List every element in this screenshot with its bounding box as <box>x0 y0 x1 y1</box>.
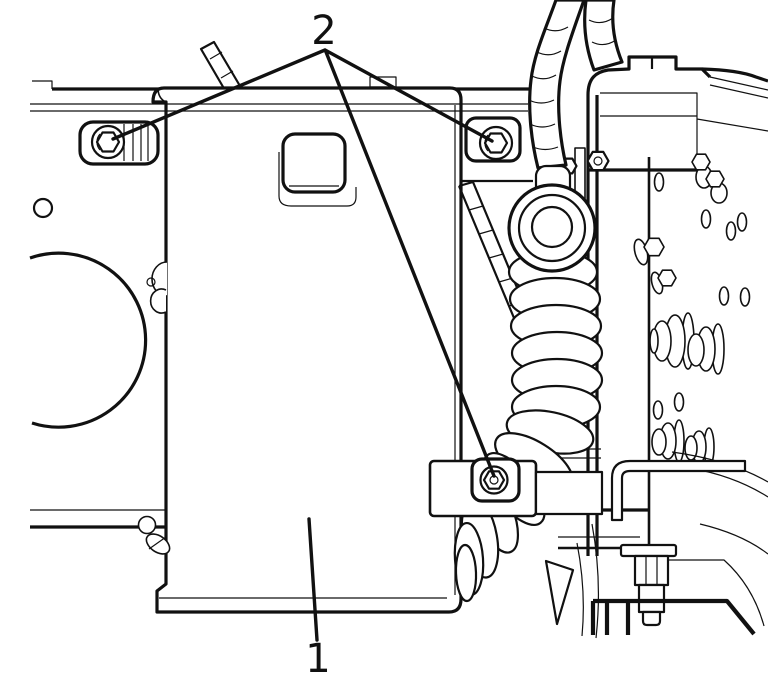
clamp-bolt <box>586 150 610 172</box>
hose-edge-lines <box>576 523 599 639</box>
handle-cutout <box>281 132 347 194</box>
cover-panel-outline <box>151 86 463 614</box>
conduit-ribs <box>588 17 617 46</box>
mounting-bolt-bottom-right <box>479 465 509 495</box>
hose-clamp-band <box>534 470 604 516</box>
callout-2-leader-lines <box>111 48 496 478</box>
cover-panel <box>151 86 463 614</box>
rail-step <box>32 80 53 89</box>
rubber-plug <box>687 323 725 375</box>
flange-nut <box>705 170 728 204</box>
rubber-plug <box>649 312 695 370</box>
mounting-bolt-top-left <box>90 124 126 160</box>
flange-nut <box>633 237 665 266</box>
conduit-ribs <box>528 26 569 151</box>
cover-panel-details <box>137 87 456 599</box>
bellows-hose <box>453 249 604 639</box>
mounting-bolt-top-right <box>478 125 514 161</box>
flange-nut <box>650 269 677 295</box>
floor-lines <box>590 598 756 636</box>
pivot-boss <box>507 183 597 273</box>
harness-conduit-front <box>528 0 586 170</box>
support-rod <box>610 459 747 522</box>
gusset-bracket <box>457 179 535 331</box>
roof-edge-thin <box>709 76 768 99</box>
rubber-plug <box>651 419 685 463</box>
edge-clip-upper <box>146 261 168 314</box>
callout-2-label: 2 <box>311 8 336 54</box>
callout-2: 2 <box>111 8 496 478</box>
hose-flap <box>544 559 575 626</box>
mount-block <box>600 92 768 170</box>
bulkhead-hole-circle <box>29 251 148 429</box>
mount-stud <box>619 543 678 627</box>
roof-plate <box>586 55 712 96</box>
handle-flange <box>278 152 357 207</box>
callout-1-leader-line <box>307 517 319 642</box>
callout-1-label: 1 <box>305 636 330 677</box>
corner-hook <box>157 87 165 102</box>
callout-1: 1 <box>305 517 331 677</box>
slot-hole <box>652 172 751 420</box>
rail-lip-lines <box>30 103 528 112</box>
roof-edge-thick <box>701 67 768 83</box>
harness-conduit-rear <box>583 0 624 72</box>
edge-clip-lower <box>137 515 171 555</box>
small-hole <box>32 197 54 219</box>
